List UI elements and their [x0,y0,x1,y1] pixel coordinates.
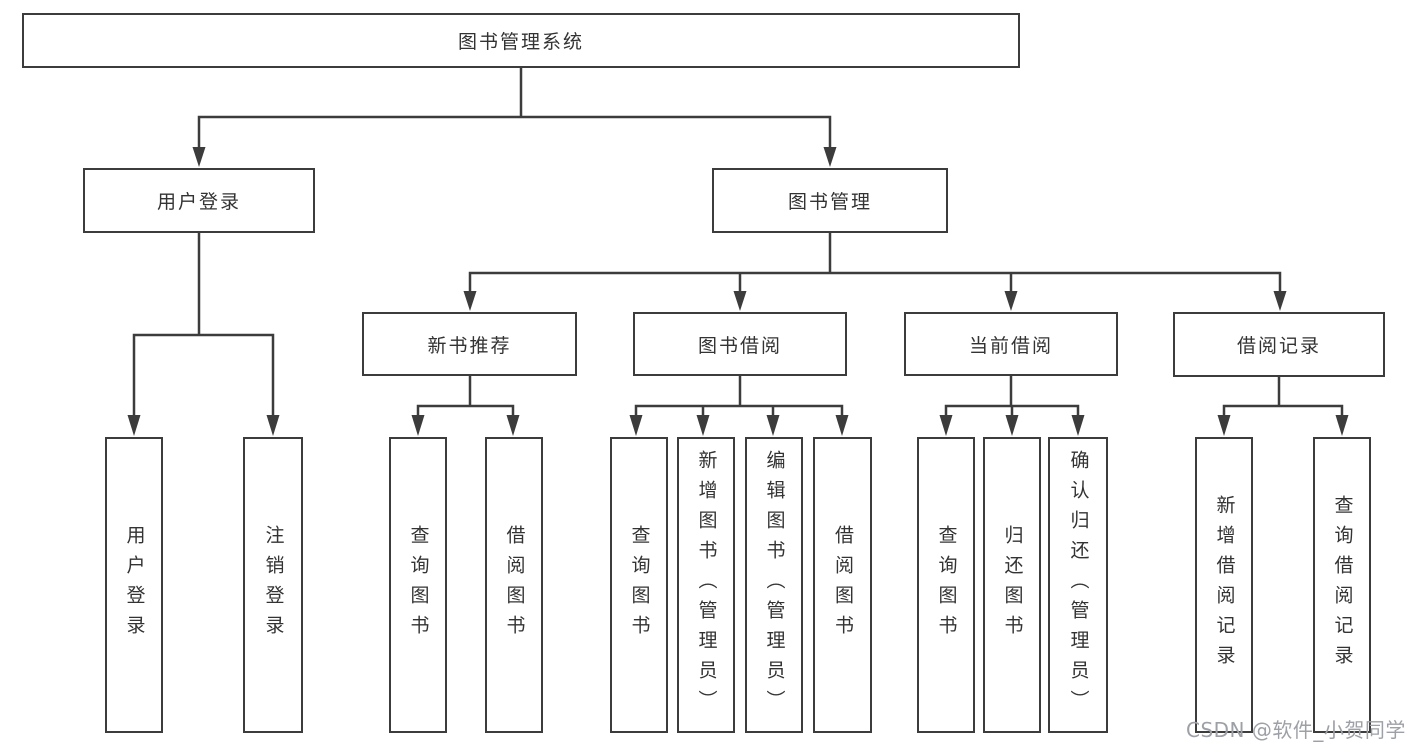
leaf-label: 确认归还（管理员） [1067,450,1090,720]
leaf-return-books: 归还图书 [983,437,1041,733]
node-label: 借阅记录 [1236,335,1321,357]
leaf-logout: 注销登录 [243,437,303,733]
node-root: 图书管理系统 [22,13,1020,68]
leaf-label: 注销登录 [262,525,285,645]
leaf-edit-books-admin: 编辑图书（管理员） [745,437,803,733]
node-label: 用户登录 [156,191,241,213]
leaf-add-borrow-record: 新增借阅记录 [1195,437,1253,733]
leaf-label: 用户登录 [123,525,146,645]
leaf-query-books: 查询图书 [610,437,668,733]
node-current-borrow: 当前借阅 [904,312,1118,376]
leaf-query-books: 查询图书 [917,437,975,733]
leaf-label: 归还图书 [1001,525,1024,645]
leaf-label: 新增图书（管理员） [695,450,718,720]
leaf-label: 查询图书 [407,525,430,645]
leaf-label: 查询图书 [935,525,958,645]
leaf-user-login: 用户登录 [105,437,163,733]
leaf-query-borrow-record: 查询借阅记录 [1313,437,1371,733]
node-label: 图书管理 [787,191,872,213]
node-book-borrow: 图书借阅 [633,312,847,376]
node-user-login: 用户登录 [83,168,315,233]
leaf-label: 新增借阅记录 [1213,495,1236,675]
watermark: CSDN @软件_小贺同学 [1186,718,1405,742]
leaf-query-books: 查询图书 [389,437,447,733]
node-new-book-recommend: 新书推荐 [362,312,577,376]
leaf-borrow-books: 借阅图书 [485,437,543,733]
node-book-management: 图书管理 [712,168,948,233]
leaf-label: 查询图书 [628,525,651,645]
leaf-label: 查询借阅记录 [1331,495,1354,675]
leaf-confirm-return-admin: 确认归还（管理员） [1048,437,1108,733]
node-label: 新书推荐 [427,334,512,357]
node-borrow-records: 借阅记录 [1173,312,1385,377]
leaf-label: 编辑图书（管理员） [763,450,786,720]
leaf-label: 借阅图书 [503,525,526,645]
leaf-add-books-admin: 新增图书（管理员） [677,437,735,733]
leaf-borrow-books: 借阅图书 [813,437,872,733]
node-label: 图书借阅 [697,334,782,357]
node-root-label: 图书管理系统 [457,31,584,53]
leaf-label: 借阅图书 [832,525,854,645]
node-label: 当前借阅 [968,334,1053,357]
